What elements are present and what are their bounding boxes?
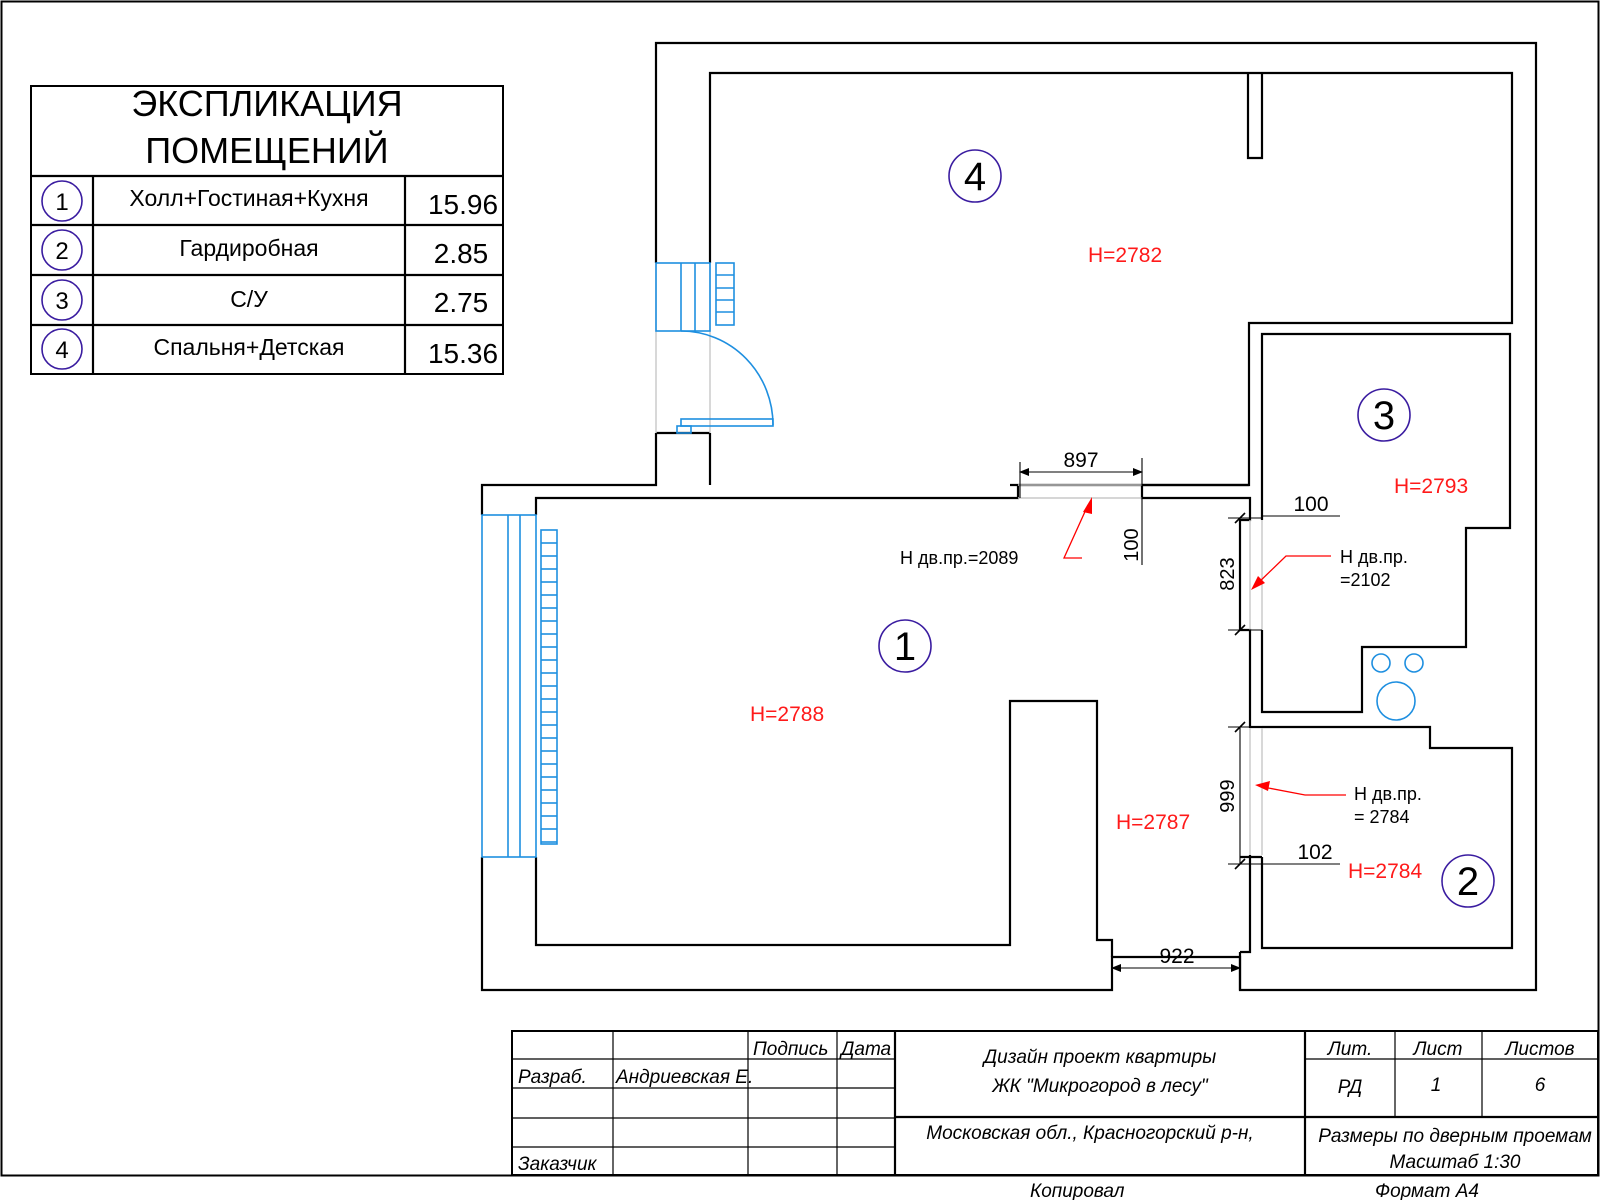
bedroom-window [655,262,735,332]
explication-row4-area: 15.36 [428,338,498,369]
dim-922: 922 [1159,945,1194,968]
bedroom-door [676,330,774,434]
tb-format: Формат А4 [1375,1181,1479,1200]
explication-row3-area: 2.75 [434,287,489,318]
living-window [481,514,558,858]
dim-102: 102 [1297,841,1332,864]
tb-listov-header: Листов [1503,1039,1574,1060]
dim-823: 823 [1217,557,1239,590]
explication-row2-num: 2 [55,238,68,265]
explication-row3-num: 3 [55,288,68,315]
height-room-4: H=2782 [1088,244,1162,267]
tb-list-value: 1 [1431,1075,1442,1096]
height-room-1: H=2788 [750,703,824,726]
tb-data-header: Дата [839,1039,891,1060]
room-1-number: 1 [894,625,916,669]
door-note-1: Н дв.пр.=2089 [900,548,1018,568]
door-note-3-line1: Н дв.пр. [1354,784,1422,804]
walls [480,41,1538,992]
explication-row3-name: С/У [230,286,268,312]
title-block: Подпись Дата Разраб. Андриевская Е. Зака… [511,1030,1599,1200]
explication-row4-name: Спальня+Детская [153,334,344,360]
explication-table: ЭКСПЛИКАЦИЯ ПОМЕЩЕНИЙ 1 Холл+Гостиная+Ку… [30,83,504,375]
dimensions: 897 100 100 823 999 102 922 [1019,449,1340,972]
door-note-2-line2: =2102 [1340,570,1391,590]
explication-row1-area: 15.96 [428,189,498,220]
tb-razrab-label: Разраб. [518,1067,587,1088]
explication-row2-area: 2.85 [434,238,489,269]
door-note-2-line1: Н дв.пр. [1340,547,1408,567]
tb-lit-value: РД [1338,1077,1363,1098]
tb-note-line2: Масштаб 1:30 [1389,1152,1520,1173]
dim-897: 897 [1063,449,1098,472]
room-labels: 4 3 1 2 [878,149,1495,908]
dim-100-horizontal: 100 [1293,493,1328,516]
wc-fixtures [1371,653,1424,721]
tb-zakazchik-label: Заказчик [518,1154,598,1175]
door-note-3-line2: = 2784 [1354,807,1410,827]
explication-title-line2: ПОМЕЩЕНИЙ [145,129,388,171]
explication-row4-num: 4 [55,337,68,364]
height-room-3: H=2793 [1394,475,1468,498]
tb-podpis-header: Подпись [753,1039,828,1060]
room-2-number: 2 [1457,860,1479,904]
dim-999: 999 [1217,779,1239,812]
room-4-number: 4 [964,155,986,199]
room-3-number: 3 [1373,394,1395,438]
tb-location: Московская обл., Красногорский р-н, [926,1123,1253,1144]
door-notes: Н дв.пр.=2089 Н дв.пр. =2102 Н дв.пр. = … [900,497,1422,827]
tb-note-line1: Размеры по дверным проемам [1318,1126,1592,1147]
explication-row2-name: Гардиробная [179,235,318,261]
tb-listov-value: 6 [1535,1075,1546,1096]
explication-row1-name: Холл+Гостиная+Кухня [129,185,368,211]
explication-row1-num: 1 [55,189,68,216]
height-room-1b: H=2787 [1116,811,1190,834]
dim-100-vertical: 100 [1121,528,1143,561]
tb-project-line1: Дизайн проект квартиры [982,1047,1216,1068]
tb-razrab-name: Андриевская Е. [615,1067,753,1088]
tb-lit-header: Лит. [1326,1039,1373,1060]
ceiling-heights: H=2782 H=2793 H=2788 H=2787 H=2784 [750,244,1468,883]
tb-copied: Копировал [1030,1181,1125,1200]
explication-title-line1: ЭКСПЛИКАЦИЯ [131,83,402,124]
tb-list-header: Лист [1412,1039,1463,1060]
tb-project-line2: ЖК "Микрогород в лесу" [991,1076,1209,1097]
height-room-2: H=2784 [1348,860,1422,883]
